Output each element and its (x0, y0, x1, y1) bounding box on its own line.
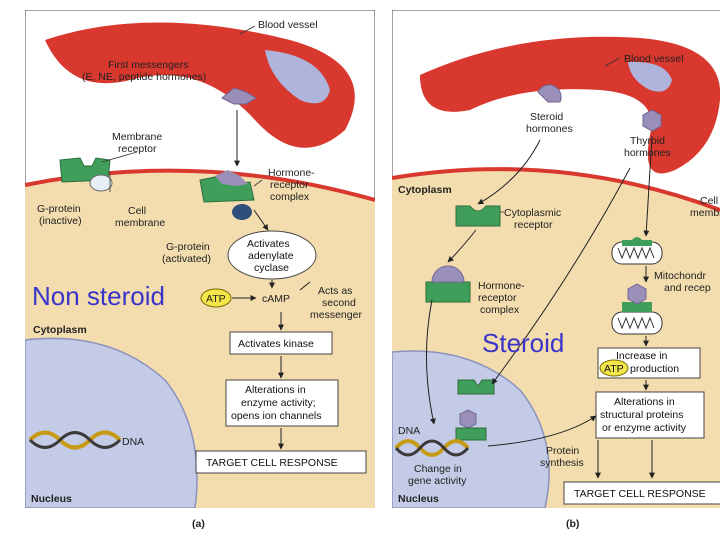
g-protein-inactive-label-2: (inactive) (39, 215, 82, 227)
leader-lines-a (101, 25, 263, 192)
steroid-hormone-b (537, 84, 562, 103)
cell-membrane-label-a: Cell (128, 205, 146, 217)
enzyme-alterations-text-1: Alterations in (245, 384, 306, 396)
panel-b: Blood vessel Steroid hormones Thyroid ho… (392, 10, 720, 508)
g-protein-inactive-label: G-protein (37, 203, 81, 215)
g-protein-activated-label-2: (activated) (162, 253, 211, 265)
atp-oval-b (599, 359, 629, 377)
thyroid-hormones-label-1: Thyroid (630, 135, 665, 147)
hormone-receptor-label-b-3: complex (480, 304, 520, 316)
structural-proteins-text-1: Alterations in (614, 396, 675, 408)
panel-a: Blood vessel First messengers (E, NE, pe… (25, 10, 375, 508)
hormone-receptor-label-b-2: receptor (478, 292, 517, 304)
dna-helix-a (28, 430, 122, 450)
protein-synthesis-label-2: synthesis (540, 457, 584, 469)
cytoplasm-label-a: Cytoplasm (33, 324, 87, 336)
change-in-label-2: gene activity (408, 475, 467, 487)
membrane-receptor-label-2: receptor (118, 143, 157, 155)
arrows-b (426, 135, 655, 479)
atp-oval-a (200, 288, 232, 308)
activates-kinase-text: Activates kinase (238, 338, 314, 350)
steroid-overlay: Steroid (482, 328, 564, 358)
non-steroid-overlay: Non steroid (32, 281, 165, 311)
target-response-text-a: TARGET CELL RESPONSE (206, 457, 338, 469)
bound-steroid-b (431, 265, 465, 283)
protein-synthesis-label-1: Protein (546, 445, 579, 457)
membrane-receptor-label: Membrane (112, 131, 162, 143)
vessel-lumen-b (628, 61, 672, 92)
nucleus-label-b: Nucleus (398, 493, 439, 505)
mitochondria-label-1: Mitochondr (654, 270, 706, 282)
first-messengers-label: First messengers (108, 59, 189, 71)
enzyme-alterations-text-2: enzyme activity; (241, 397, 316, 409)
nuclear-receptor-bound (455, 427, 487, 441)
blood-vessel-label-a: Blood vessel (258, 19, 318, 31)
second-messenger-label-1: Acts as (318, 285, 352, 297)
blood-vessel-label-b: Blood vessel (624, 53, 684, 65)
first-messengers-sub-label: (E, NE, peptide hormones) (82, 71, 206, 83)
second-messenger-label-3: messenger (310, 309, 362, 321)
bound-hormone-a (215, 170, 248, 186)
hormone-receptor-label-a: Hormone- (268, 167, 315, 179)
enzyme-alterations-text-3: opens ion channels (231, 410, 322, 422)
nuclear-receptor-free (457, 379, 495, 395)
dna-helix-b (394, 439, 470, 457)
hormone-receptor-label-a-3: complex (270, 191, 310, 203)
cytoplasmic-receptor-label-1: Cytoplasmic (504, 207, 561, 219)
activates-kinase-box (229, 331, 333, 355)
structural-proteins-text-2: structural proteins (600, 409, 683, 421)
steroid-hormones-label-2: hormones (526, 123, 573, 135)
increase-label-2: production (630, 363, 679, 375)
mitochondrion-2 (611, 283, 663, 335)
caption-a: (a) (192, 518, 205, 530)
nucleus-a (25, 337, 198, 508)
g-protein-activated-a (232, 204, 252, 220)
adenylate-label-1: Activates (247, 238, 290, 250)
caption-b: (b) (566, 518, 579, 530)
second-messenger-label-2: second (322, 297, 356, 309)
increase-label-1: Increase in (616, 350, 668, 362)
structural-proteins-text-3: or enzyme activity (602, 422, 687, 434)
enzyme-alterations-box (225, 379, 339, 427)
structural-proteins-box (595, 391, 705, 439)
cell-membrane-label-b-1: Cell (700, 195, 718, 207)
hormone-receptor-label-a-2: receptor (270, 179, 309, 191)
dna-label-b: DNA (398, 425, 420, 437)
cytoplasm-label-b: Cytoplasm (398, 184, 452, 196)
thyroid-hormone-nucleus (459, 409, 477, 429)
change-in-label-1: Change in (414, 463, 462, 475)
target-response-text-b: TARGET CELL RESPONSE (574, 488, 706, 500)
target-response-box-a (195, 450, 367, 474)
cell-membrane-b (392, 167, 720, 212)
adenylate-label-3: cyclase (254, 262, 289, 274)
cytoplasmic-receptor-label-2: receptor (514, 219, 553, 231)
thyroid-hormone-b (642, 109, 662, 132)
cytoplasmic-receptor (455, 205, 501, 227)
arrows-a (232, 110, 311, 450)
g-protein-activated-label: G-protein (166, 241, 210, 253)
peptide-hormone-a (221, 87, 257, 105)
camp-label: cAMP (262, 293, 290, 305)
mitochondrion-1 (611, 237, 663, 265)
nucleus-label-a: Nucleus (31, 493, 72, 505)
steroid-hormones-label-1: Steroid (530, 111, 563, 123)
cell-membrane-label-b-2: membr (690, 207, 720, 219)
g-protein-inactive (89, 174, 113, 192)
dna-label-a: DNA (122, 436, 144, 448)
atp-label-a: ATP (206, 293, 226, 305)
hormone-receptor-complex-b (425, 281, 471, 303)
hormone-receptor-label-b-1: Hormone- (478, 280, 525, 292)
target-response-box-b (563, 481, 720, 505)
leader-lines-b (500, 57, 621, 213)
adenylate-label-2: adenylate (248, 250, 294, 262)
adenylate-cyclase-ellipse (227, 230, 317, 280)
mitochondria-label-2: and recep (664, 282, 711, 294)
atp-label-b: ATP (604, 363, 624, 375)
cell-membrane-label-a-2: membrane (115, 217, 165, 229)
thyroid-hormones-label-2: hormones (624, 147, 671, 159)
vessel-lumen-a (265, 50, 330, 104)
